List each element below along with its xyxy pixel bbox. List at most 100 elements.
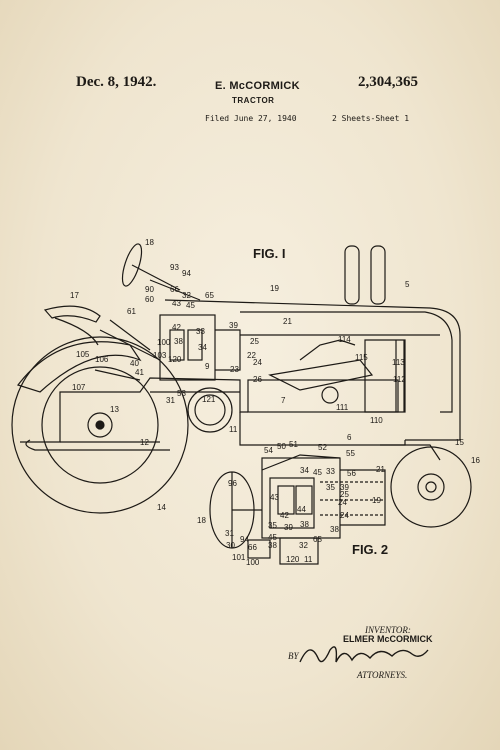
svg-text:111: 111: [336, 403, 349, 412]
svg-text:55: 55: [346, 449, 355, 458]
svg-text:5: 5: [405, 280, 410, 289]
inventor-label: INVENTOR:: [365, 625, 411, 635]
rear-wheel: [11, 336, 189, 514]
svg-text:11: 11: [229, 425, 238, 434]
by-label: BY: [288, 651, 299, 661]
svg-text:94: 94: [240, 535, 249, 544]
svg-text:32: 32: [182, 291, 191, 300]
svg-text:24: 24: [253, 358, 262, 367]
svg-text:13: 13: [110, 405, 119, 414]
svg-text:90: 90: [145, 285, 154, 294]
svg-text:21: 21: [283, 317, 292, 326]
svg-text:17: 17: [70, 291, 79, 300]
svg-text:22: 22: [247, 351, 256, 360]
svg-text:9: 9: [205, 362, 210, 371]
svg-text:40: 40: [130, 359, 139, 368]
svg-text:38: 38: [330, 525, 339, 534]
svg-text:32: 32: [299, 541, 308, 550]
fig2-label: FIG. 2: [352, 542, 389, 557]
svg-text:7: 7: [281, 396, 286, 405]
svg-text:61: 61: [127, 307, 136, 316]
svg-text:45: 45: [268, 533, 277, 542]
svg-text:41: 41: [135, 368, 144, 377]
pulley: [187, 387, 233, 433]
steering-wheel: [121, 243, 201, 301]
svg-text:33: 33: [196, 327, 205, 336]
svg-text:21: 21: [376, 465, 385, 474]
svg-text:39: 39: [284, 523, 293, 532]
control-linkage: [94, 314, 241, 381]
inventor-name: ELMER McCORMICK: [343, 634, 433, 644]
fig2-plan-view: [209, 454, 386, 565]
svg-text:45: 45: [186, 301, 195, 310]
svg-text:120: 120: [168, 355, 182, 364]
svg-text:51: 51: [289, 440, 298, 449]
svg-text:43: 43: [270, 493, 279, 502]
svg-text:35: 35: [268, 521, 277, 530]
patent-number: 2,304,365: [358, 74, 418, 90]
svg-text:106: 106: [95, 355, 109, 364]
svg-text:24: 24: [338, 498, 347, 507]
svg-text:53: 53: [177, 389, 186, 398]
svg-text:18: 18: [145, 238, 154, 247]
patent-date: Dec. 8, 1942.: [76, 74, 157, 90]
svg-text:113: 113: [392, 358, 405, 367]
svg-text:105: 105: [76, 350, 90, 359]
svg-text:66: 66: [170, 285, 179, 294]
svg-text:35: 35: [326, 483, 335, 492]
svg-text:42: 42: [172, 323, 181, 332]
svg-text:65: 65: [205, 291, 214, 300]
svg-text:114: 114: [338, 335, 351, 344]
svg-text:101: 101: [232, 553, 246, 562]
svg-text:33: 33: [326, 467, 335, 476]
svg-text:39: 39: [229, 321, 238, 330]
svg-text:38: 38: [174, 337, 183, 346]
filed-date: Filed June 27, 1940: [205, 114, 297, 123]
svg-text:107: 107: [72, 383, 86, 392]
svg-text:34: 34: [300, 466, 309, 475]
svg-text:60: 60: [145, 295, 154, 304]
svg-text:25: 25: [250, 337, 259, 346]
svg-text:31: 31: [166, 396, 175, 405]
inventor-header-name: E. McCORMICK: [215, 80, 300, 92]
svg-text:115: 115: [355, 353, 368, 362]
svg-text:65: 65: [313, 535, 322, 544]
seat: [43, 305, 101, 323]
svg-text:24: 24: [340, 511, 349, 520]
svg-text:25: 25: [340, 490, 349, 499]
svg-text:6: 6: [347, 433, 352, 442]
attorney-signature: [299, 646, 429, 663]
svg-text:38: 38: [300, 520, 309, 529]
rear-fender: [17, 341, 142, 393]
svg-text:34: 34: [198, 343, 207, 352]
svg-text:18: 18: [197, 516, 206, 525]
svg-text:94: 94: [182, 269, 191, 278]
tractor-body: [20, 245, 461, 451]
svg-text:56: 56: [347, 469, 356, 478]
svg-text:112: 112: [393, 375, 406, 384]
svg-text:120: 120: [286, 555, 300, 564]
svg-text:26: 26: [253, 375, 262, 384]
sheet-info: 2 Sheets-Sheet 1: [332, 114, 410, 123]
svg-text:100: 100: [246, 558, 260, 567]
svg-text:15: 15: [455, 438, 464, 447]
svg-text:38: 38: [268, 541, 277, 550]
svg-text:16: 16: [471, 456, 480, 465]
svg-text:42: 42: [280, 511, 289, 520]
svg-text:19: 19: [372, 496, 381, 505]
part-numbers: 18 17 93 94 90 66 32 65 60 43 45 19 5 61…: [70, 238, 480, 567]
svg-text:66: 66: [248, 543, 257, 552]
svg-text:43: 43: [172, 299, 181, 308]
svg-text:45: 45: [313, 468, 322, 477]
svg-text:31: 31: [225, 529, 234, 538]
svg-text:52: 52: [318, 443, 327, 452]
svg-text:50: 50: [277, 442, 286, 451]
svg-text:100: 100: [157, 338, 171, 347]
svg-text:44: 44: [297, 505, 306, 514]
svg-text:23: 23: [230, 365, 239, 374]
svg-text:39: 39: [340, 483, 349, 492]
svg-text:93: 93: [170, 263, 179, 272]
svg-text:96: 96: [228, 479, 237, 488]
svg-text:11: 11: [304, 555, 313, 564]
patent-title: TRACTOR: [232, 96, 275, 105]
